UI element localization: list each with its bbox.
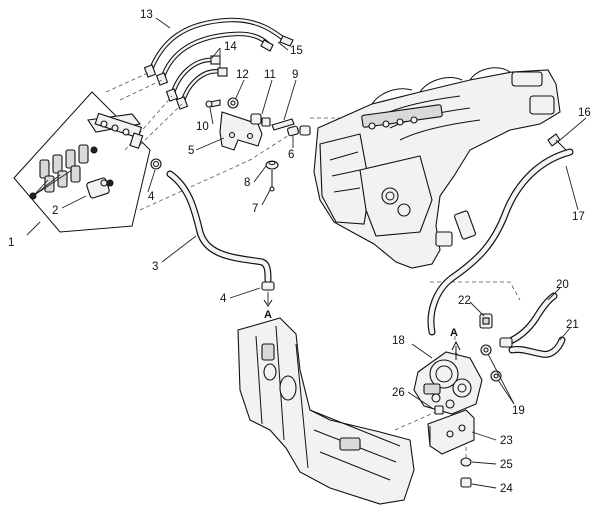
callout-4-upper: 4: [148, 191, 155, 203]
hose-21: [508, 336, 566, 358]
view-markers: A A: [264, 309, 458, 339]
gas-pipes-13-14-15: [143, 17, 294, 110]
callout-20: 20: [556, 279, 569, 291]
callout-10: 10: [196, 121, 209, 133]
pressure-regulator-18: [413, 340, 483, 415]
leader-lines: [26, 17, 587, 489]
clip-22: [479, 313, 493, 329]
bolt-26: [434, 405, 444, 415]
callout-8: 8: [244, 177, 250, 189]
clamp-4-upper: [150, 158, 162, 170]
intake-manifold: [299, 67, 561, 269]
callout-24: 24: [500, 483, 513, 495]
callout-17: 17: [572, 211, 585, 223]
screw-10: [205, 99, 221, 108]
callout-15: 15: [290, 45, 303, 57]
injector-rail-assembly: [13, 91, 151, 233]
view-marker-a-regulator: A: [450, 327, 458, 339]
clamp-4-lower: [261, 281, 275, 307]
callout-2: 2: [52, 205, 58, 217]
callout-23: 23: [500, 435, 513, 447]
view-marker-a-lower: A: [264, 309, 272, 321]
washer-25: [460, 457, 472, 467]
nut-11: [250, 113, 271, 127]
hose-20: [499, 292, 558, 348]
callout-26: 26: [392, 387, 405, 399]
callout-3: 3: [152, 261, 158, 273]
callout-12: 12: [236, 69, 249, 81]
bolt-24: [460, 477, 472, 488]
callout-21: 21: [566, 319, 579, 331]
callout-19: 19: [512, 405, 525, 417]
hose-3: [166, 170, 272, 284]
callout-labels: 1 2 3 4 4 5 6 7 8 9 10 11 12 13 14 15 16…: [8, 9, 591, 495]
callout-9: 9: [292, 69, 298, 81]
bolt-9: [271, 118, 295, 131]
callout-6: 6: [288, 149, 294, 161]
spacer-6: [287, 125, 299, 137]
callout-25: 25: [500, 459, 513, 471]
guide-lines: [105, 71, 521, 460]
callout-4-lower: 4: [220, 293, 227, 305]
bracket-5: [219, 111, 263, 151]
clamps-19: [480, 344, 502, 382]
callout-1: 1: [8, 237, 14, 249]
grommet-8: [265, 160, 279, 170]
callout-11: 11: [264, 69, 276, 81]
bracket-23: [427, 409, 475, 455]
hose-17: [427, 148, 574, 336]
screw-7: [269, 170, 275, 192]
callout-18: 18: [392, 335, 405, 347]
vehicle-body-panel: [237, 317, 415, 505]
callout-22: 22: [458, 295, 471, 307]
callout-5: 5: [188, 145, 194, 157]
callout-16: 16: [578, 107, 591, 119]
callout-7: 7: [252, 203, 258, 215]
callout-13: 13: [140, 9, 153, 21]
fitting-16: [547, 133, 567, 151]
callout-14: 14: [224, 41, 237, 53]
washer-12: [227, 97, 239, 109]
